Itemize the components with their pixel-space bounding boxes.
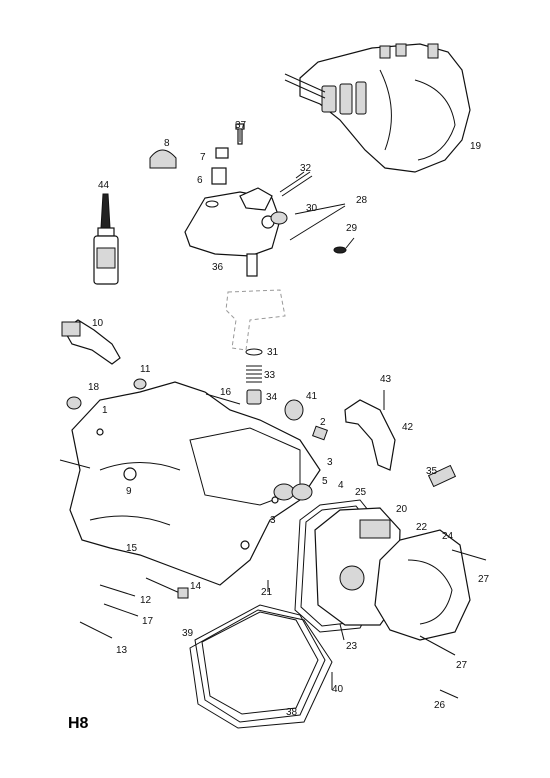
callout-21: 21 xyxy=(261,587,273,598)
callout-43: 43 xyxy=(380,374,392,385)
callout-18: 18 xyxy=(88,382,100,393)
callout-29: 29 xyxy=(346,223,358,234)
callout-34: 34 xyxy=(266,392,278,403)
oil-pan xyxy=(189,604,333,729)
callout-labels: 1 2 3 3 4 5 6 7 8 9 10 11 12 13 14 15 16… xyxy=(88,120,490,718)
callout-2: 2 xyxy=(320,417,326,428)
callout-12: 12 xyxy=(140,595,152,606)
callout-7: 7 xyxy=(200,152,206,163)
callout-39: 39 xyxy=(182,628,194,639)
callout-23: 23 xyxy=(346,641,358,652)
bolts xyxy=(59,390,487,699)
callout-6: 6 xyxy=(197,175,203,186)
callout-33: 33 xyxy=(264,370,276,381)
callout-32: 32 xyxy=(300,163,312,174)
callout-44: 44 xyxy=(98,180,110,191)
callout-27b: 27 xyxy=(456,660,468,671)
callout-27a: 27 xyxy=(478,574,490,585)
callout-13: 13 xyxy=(116,645,128,656)
callout-38: 38 xyxy=(286,707,298,718)
callout-14: 14 xyxy=(190,581,202,592)
end-cover xyxy=(374,529,471,641)
callout-5: 5 xyxy=(322,476,328,487)
gearbox-assembly xyxy=(284,43,471,173)
callout-28: 28 xyxy=(356,195,368,206)
callout-19: 19 xyxy=(470,141,482,152)
selector-linkage-outline xyxy=(225,289,286,351)
callout-16: 16 xyxy=(220,387,232,398)
callout-41: 41 xyxy=(306,391,318,402)
callout-31: 31 xyxy=(267,347,279,358)
callout-8: 8 xyxy=(164,138,170,149)
callout-25: 25 xyxy=(355,487,367,498)
callout-30: 30 xyxy=(306,203,318,214)
callout-24: 24 xyxy=(442,531,454,542)
sheet-code: H8 xyxy=(68,715,89,732)
callout-22: 22 xyxy=(416,522,428,533)
thread-locker-bottle xyxy=(93,193,119,285)
callout-20: 20 xyxy=(396,504,408,515)
callout-15: 15 xyxy=(126,543,138,554)
selector-housing xyxy=(184,187,281,277)
speed-sensor xyxy=(61,319,121,365)
callout-17: 17 xyxy=(142,616,154,627)
transmission-case xyxy=(66,378,328,586)
callout-37: 37 xyxy=(235,120,247,131)
callout-42: 42 xyxy=(402,422,414,433)
callout-36: 36 xyxy=(212,262,224,273)
callout-9: 9 xyxy=(126,486,132,497)
callout-3b: 3 xyxy=(270,515,276,526)
bracket xyxy=(344,399,396,471)
callout-11: 11 xyxy=(140,364,151,375)
callout-35: 35 xyxy=(426,466,438,477)
callout-3a: 3 xyxy=(327,457,333,468)
callout-26: 26 xyxy=(434,700,446,711)
callout-10: 10 xyxy=(92,318,104,329)
leader-lines xyxy=(239,130,355,249)
callout-40: 40 xyxy=(332,684,344,695)
callout-4: 4 xyxy=(338,480,344,491)
callout-1: 1 xyxy=(102,405,108,416)
